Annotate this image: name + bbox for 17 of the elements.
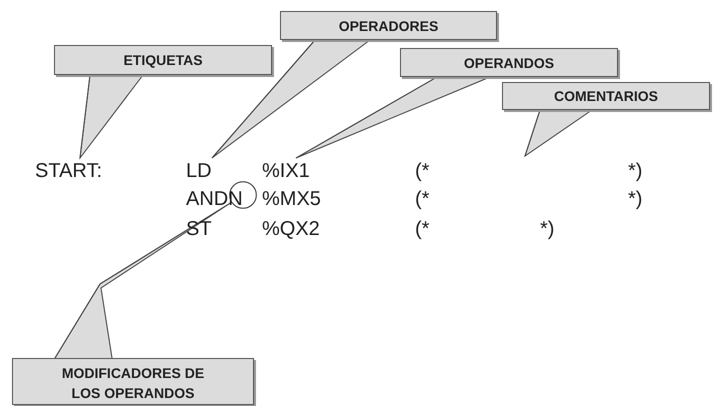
code-token: START: bbox=[35, 158, 102, 184]
code-token: %MX5 bbox=[262, 187, 321, 212]
code-token: *) bbox=[540, 217, 554, 242]
code-token: *) bbox=[628, 159, 642, 184]
code-token: %QX2 bbox=[262, 217, 320, 242]
code-token: (* bbox=[415, 187, 430, 212]
code-token: (* bbox=[415, 159, 430, 184]
code-token: %IX1 bbox=[262, 158, 310, 184]
callout-box: OPERANDOS bbox=[400, 48, 618, 77]
code-token: ST bbox=[186, 217, 212, 242]
callout-box: ETIQUETAS bbox=[54, 45, 272, 75]
callout-box: OPERADORES bbox=[280, 11, 497, 40]
callout-box: MODIFICADORES DE LOS OPERANDOS bbox=[12, 358, 254, 405]
code-token: *) bbox=[628, 187, 642, 212]
code-token: LD bbox=[186, 158, 212, 184]
code-token: (* bbox=[415, 217, 430, 242]
callout-box: COMENTARIOS bbox=[502, 82, 710, 110]
